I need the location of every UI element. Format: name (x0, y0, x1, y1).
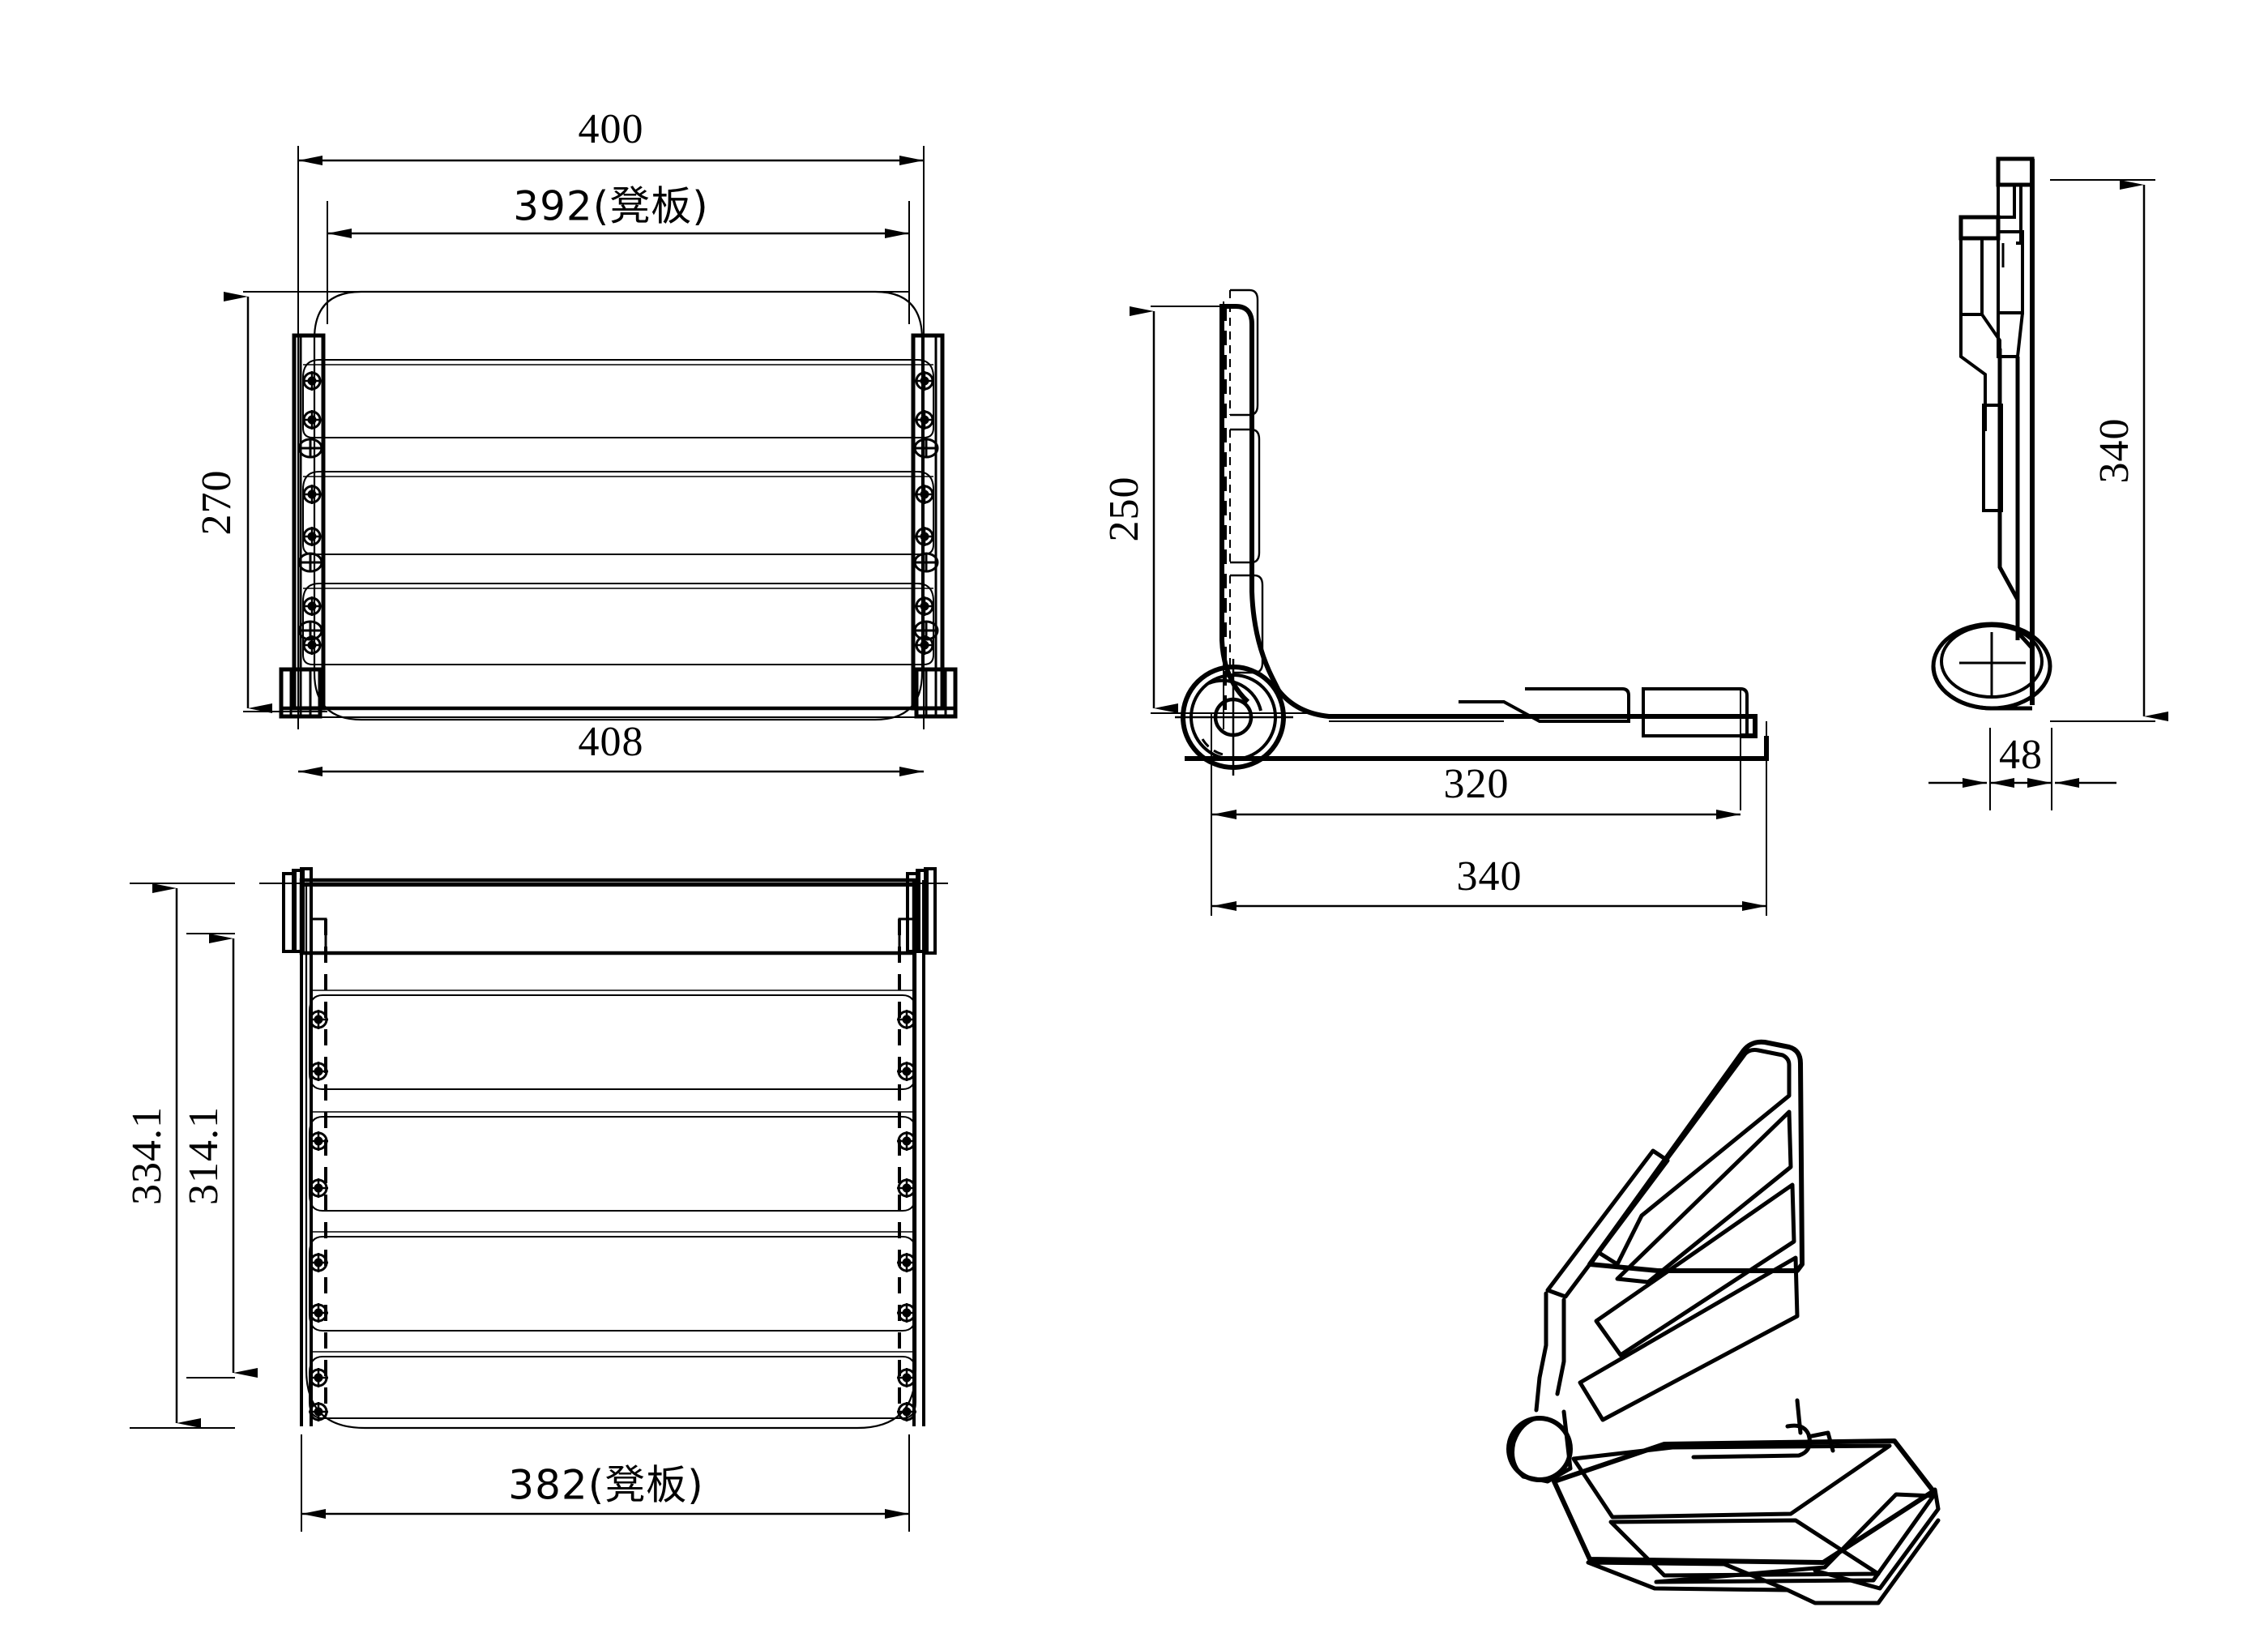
dim-folded-height-label: 340 (2091, 418, 2138, 484)
dim-seat-depth-label: 320 (1444, 761, 1510, 807)
dim-rail-height-label: 270 (194, 470, 240, 536)
dim-board-depth-label: 314.1 (181, 1106, 227, 1205)
dim-overall-width: 400 (298, 106, 924, 165)
plan-slat-group (309, 990, 916, 1419)
dim-overall-depth-label: 334.1 (124, 1106, 170, 1205)
dim-folded-height: 340 (2091, 180, 2168, 721)
front-elevation-view: 400 392(凳板) 270 408 (194, 106, 958, 776)
plan-view: 334.1 314.1 382(凳板) (124, 867, 948, 1532)
dim-back-height-label: 250 (1101, 477, 1147, 542)
iso-junction-bar (1691, 1423, 1812, 1460)
dim-folded-thickness-label: 48 (1999, 732, 2043, 778)
dim-board-depth: 314.1 (181, 934, 258, 1378)
dim-seat-board-depth: 382(凳板) (301, 1462, 909, 1519)
cross-hole-icon (913, 552, 939, 573)
iso-seat-slat-1 (1571, 1443, 1892, 1520)
cross-hole-icon (297, 620, 323, 641)
front-slat-group (302, 359, 934, 665)
dim-folded-thickness: 48 (1928, 732, 2116, 788)
iso-back-slat-2 (1615, 1109, 1793, 1285)
iso-seat-slat-3 (1654, 1492, 1936, 1584)
front-slat-1 (302, 359, 934, 438)
folded-body (1931, 156, 2052, 711)
front-slat-3 (302, 583, 934, 665)
dim-seat-board-width: 392(凳板) (327, 183, 909, 238)
dim-overall-depth: 334.1 (124, 883, 201, 1428)
dim-seat-depth-overall-label: 340 (1457, 853, 1523, 900)
cross-hole-icon (297, 438, 323, 459)
dim-overall-width-label: 400 (579, 106, 644, 152)
plan-slat-1 (309, 994, 916, 1090)
cross-hole-icon (297, 552, 323, 573)
plan-slat-2 (309, 1116, 916, 1212)
iso-back-slat-1 (1595, 1048, 1792, 1267)
side-seat-profile (1185, 687, 1769, 761)
iso-back-left-rail (1545, 1148, 1670, 1299)
plan-slat-3 (309, 1236, 916, 1332)
isometric-3d-view (1506, 1039, 1941, 1605)
plan-side-rails (300, 880, 925, 1426)
front-hinge-blocks (279, 667, 958, 719)
side-section-view: 250 320 340 (1101, 289, 1769, 916)
side-pivot-hinge (1175, 659, 1293, 776)
dim-seat-board-width-label: 392(凳板) (513, 183, 708, 230)
cross-hole-icon (913, 620, 939, 641)
folded-side-view: 340 48 (1928, 156, 2168, 810)
dim-seat-depth-overall: 340 (1212, 853, 1766, 911)
iso-back-frame (1587, 1039, 1805, 1273)
iso-back-slat-4 (1578, 1255, 1800, 1422)
cross-hole-icon (913, 438, 939, 459)
iso-back-slat-3 (1594, 1182, 1796, 1357)
dim-seat-depth: 320 (1212, 761, 1741, 819)
dim-bracket-width-label: 408 (579, 719, 644, 765)
dim-back-height: 250 (1101, 306, 1178, 713)
front-seat-outline (313, 290, 924, 721)
dim-seat-board-depth-label: 382(凳板) (508, 1462, 703, 1509)
dim-rail-height: 270 (194, 292, 272, 713)
dim-bracket-width: 408 (298, 719, 924, 776)
